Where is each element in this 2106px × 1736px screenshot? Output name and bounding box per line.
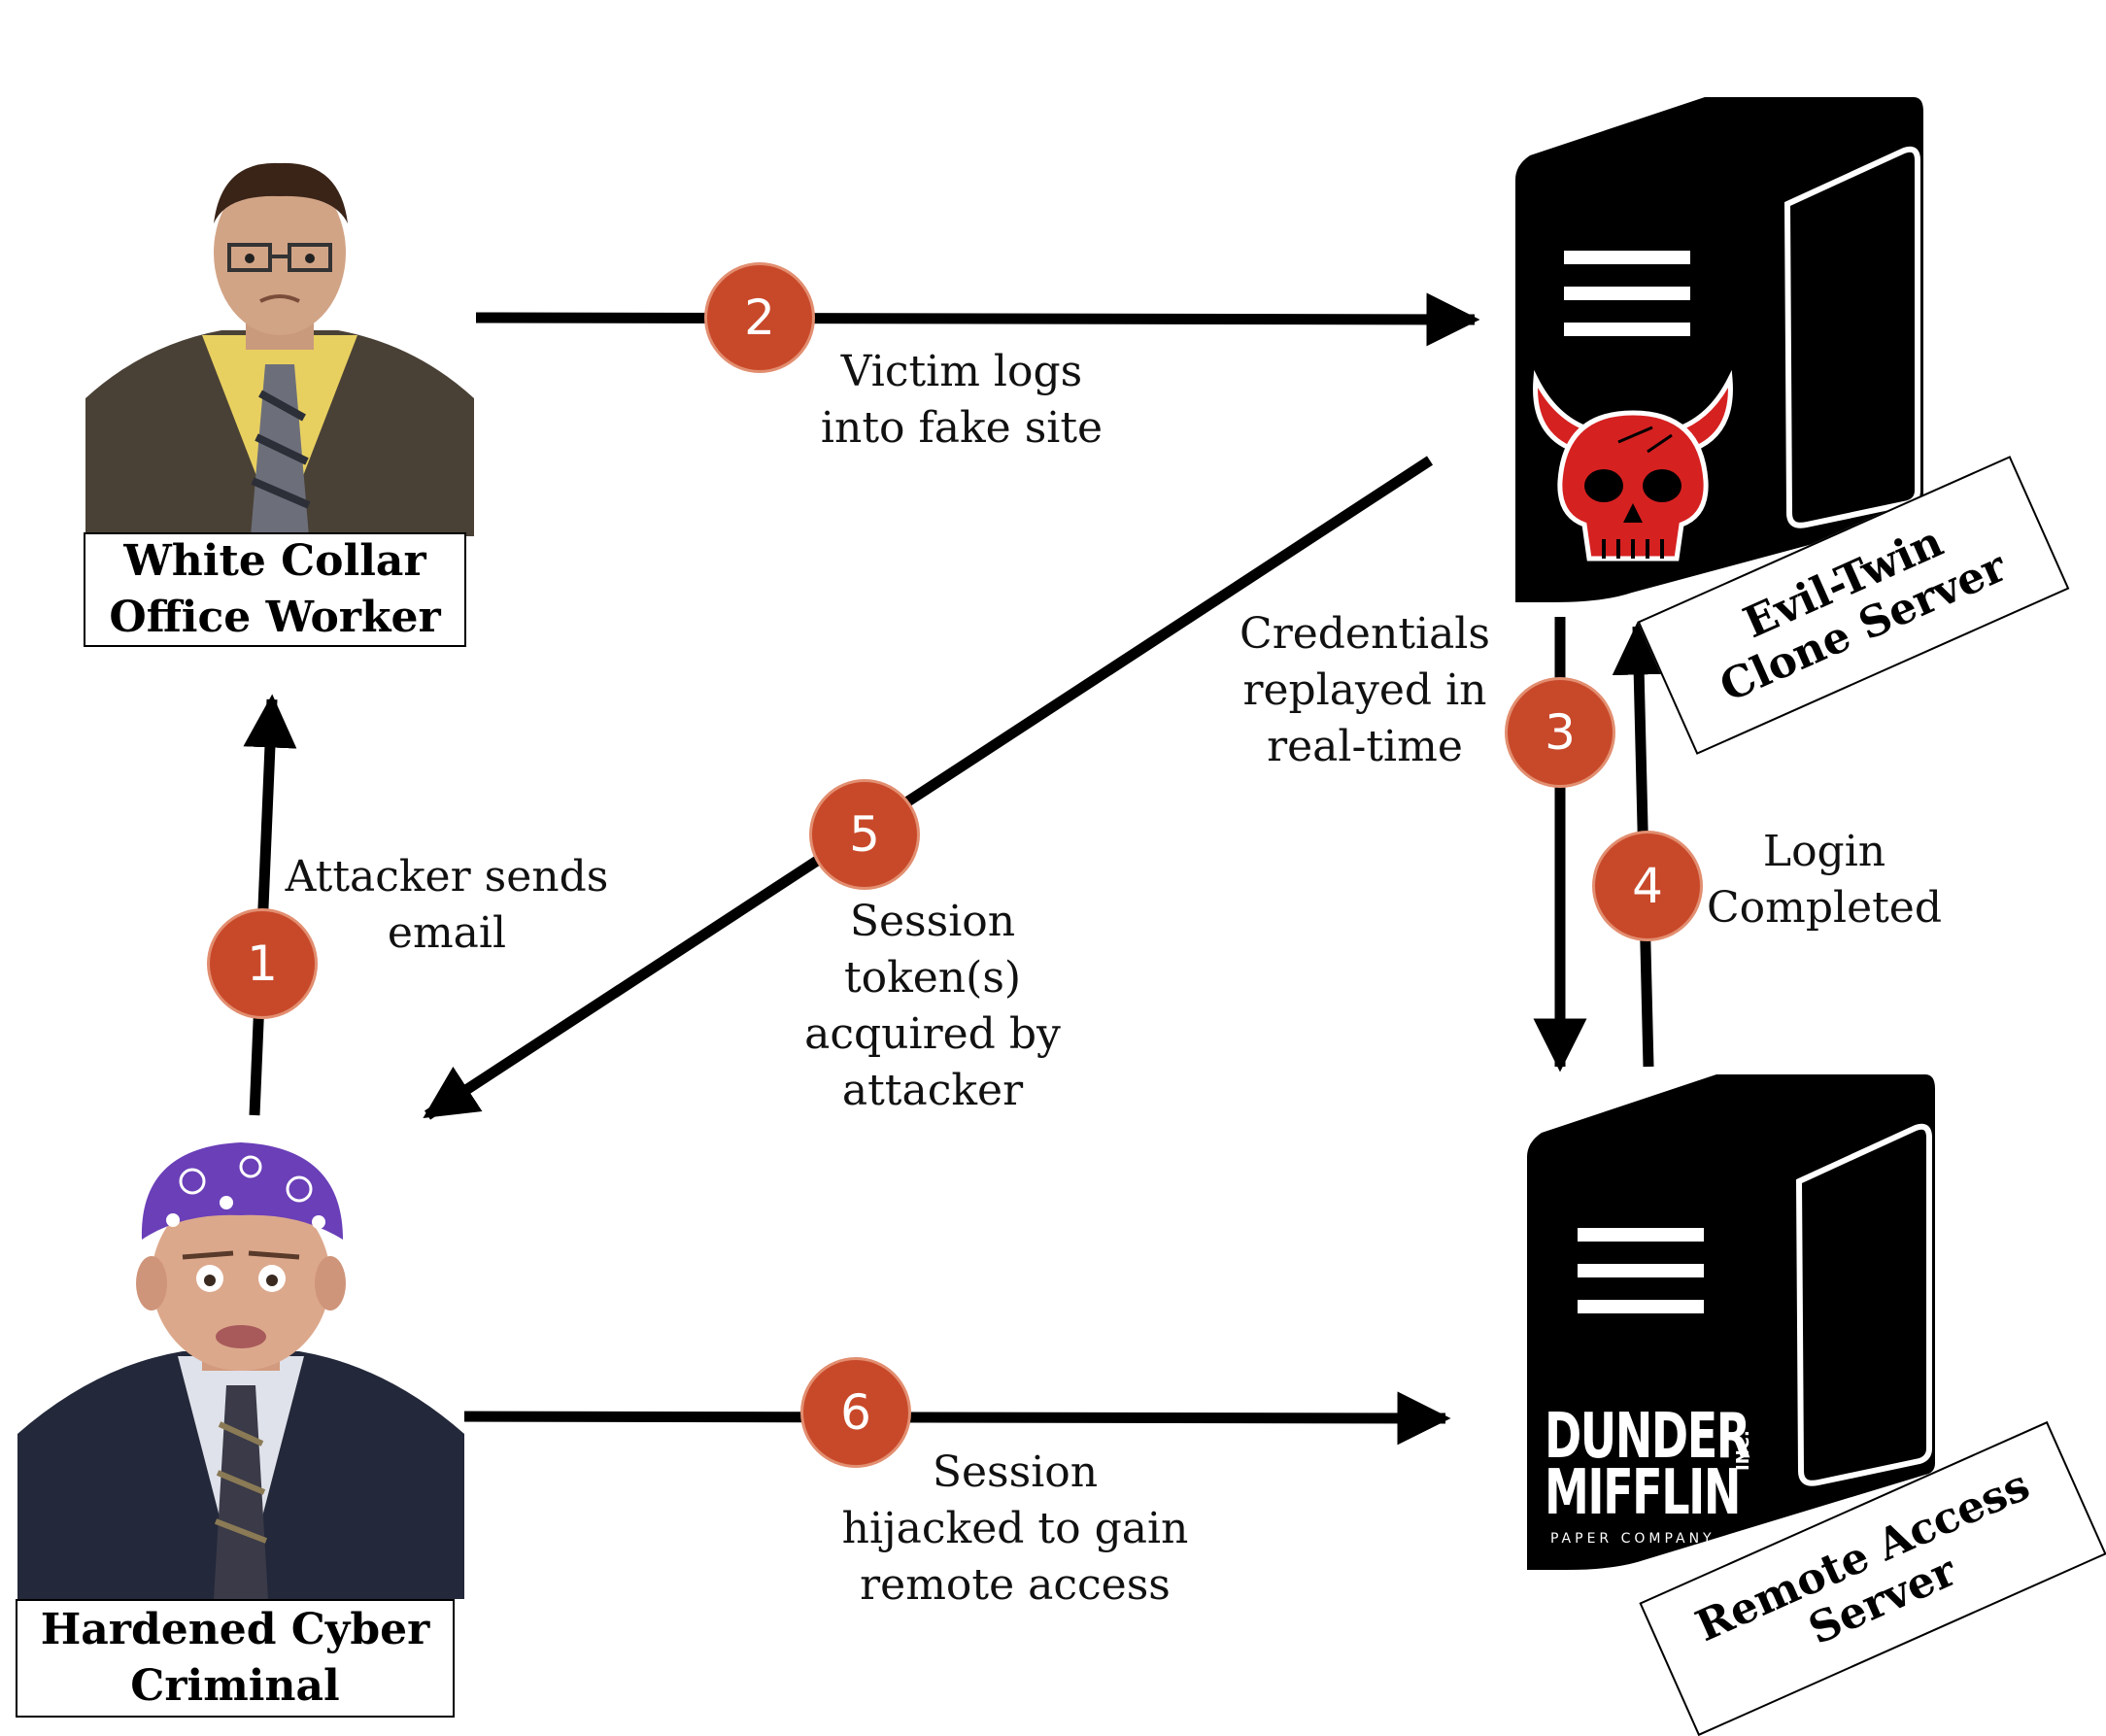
- logo-tagline: PAPER COMPANY: [1550, 1531, 1715, 1547]
- logo-line-1: DUNDER: [1545, 1401, 1750, 1473]
- office-worker-label: White Collar Office Worker: [84, 532, 466, 647]
- step-badge-1: 1: [210, 911, 315, 1016]
- arrow-step-1: [243, 694, 297, 1116]
- devil-skull-icon: [1533, 369, 1733, 562]
- remote-access-server-tower: [1527, 1074, 1935, 1570]
- step-caption-2: Victim logs into fake site: [820, 347, 1104, 453]
- cyber-criminal-portrait: [17, 1142, 464, 1599]
- logo-line-2: MIFFLIN: [1545, 1457, 1741, 1529]
- cyber-criminal-label: Hardened Cyber Criminal: [16, 1599, 455, 1718]
- dunder-mifflin-logo: DUNDER MIFFLIN INC. PAPER COMPANY: [1545, 1401, 1778, 1552]
- step-caption-4: Login Completed: [1706, 827, 1943, 933]
- step-badge-3: 3: [1508, 680, 1613, 785]
- arrow-step-6: [446, 1391, 1451, 1446]
- arrow-step-5: [423, 456, 1434, 1120]
- step-caption-6: Session hijacked to gain remote access: [841, 1447, 1189, 1610]
- arrow-step-2: [475, 292, 1480, 347]
- step-badge-6: 6: [803, 1360, 908, 1465]
- logo-inc: INC.: [1733, 1430, 1753, 1471]
- step-badge-5: 5: [812, 782, 917, 887]
- step-badge-4: 4: [1595, 834, 1700, 938]
- step-caption-5: Session token(s) acquired by attacker: [804, 897, 1061, 1115]
- office-worker-portrait: [85, 155, 474, 536]
- step-badge-2: 2: [707, 265, 812, 370]
- step-caption-3: Credentials replayed in real-time: [1240, 609, 1490, 771]
- step-caption-1: Attacker sends email: [285, 852, 609, 958]
